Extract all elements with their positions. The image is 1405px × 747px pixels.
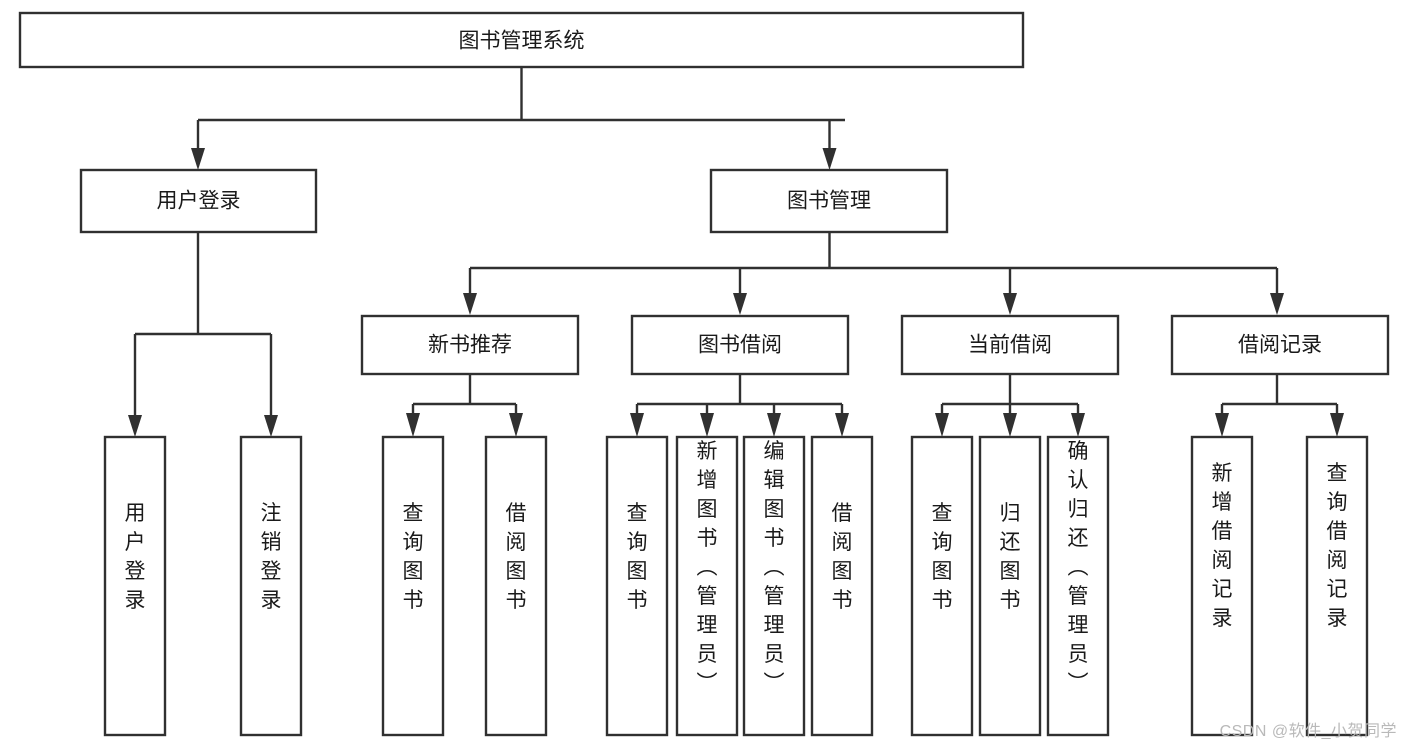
leaf-query-record-label: 查询借阅记录 (1327, 462, 1348, 630)
node-user-login-box[interactable] (79, 168, 318, 234)
node-current-borrow-label: 当前借阅 (968, 334, 1052, 357)
leaf-node-add-book[interactable]: 新增图书︵管理员︶ (675, 435, 739, 737)
arrow-user-login (191, 148, 205, 170)
leaf-borrow-book-1-label: 借阅图书 (506, 502, 527, 612)
arrow-leaf-user-login (128, 415, 142, 437)
node-new-book-recommend[interactable]: 新书推荐 (360, 314, 580, 376)
leaf-edit-book-box[interactable] (742, 435, 806, 737)
leaf-node-logout[interactable]: 注销登录 (239, 435, 303, 737)
arrow-new-book-recommend (463, 293, 477, 315)
node-book-management-label: 图书管理 (787, 190, 871, 213)
leaf-add-book-box[interactable] (675, 435, 739, 737)
leaf-query-book-3-box[interactable] (910, 435, 974, 737)
connectors-current-borrow-to-leaves (935, 374, 1085, 437)
node-borrow-record-box[interactable] (1170, 314, 1390, 376)
connectors-book-management-to-level3 (463, 232, 1284, 315)
leaf-node-query-book-1[interactable]: 查询图书 (381, 435, 445, 737)
arrow-leaf-add-record (1215, 413, 1229, 437)
leaf-add-record-label: 新增借阅记录 (1212, 462, 1233, 630)
leaf-logout-box[interactable] (239, 435, 303, 737)
connectors-user-login-to-leaves (128, 232, 278, 437)
leaf-logout-label: 注销登录 (261, 502, 282, 612)
node-new-book-recommend-box[interactable] (360, 314, 580, 376)
leaf-node-borrow-book-1[interactable]: 借阅图书 (484, 435, 548, 737)
node-root[interactable]: 图书管理系统 (18, 11, 1025, 69)
leaf-borrow-book-2-box[interactable] (810, 435, 874, 737)
leaf-return-book-label: 归还图书 (1000, 502, 1021, 612)
leaf-node-add-record[interactable]: 新增借阅记录 (1190, 435, 1254, 737)
node-book-management[interactable]: 图书管理 (709, 168, 949, 234)
arrow-leaf-query-book-3 (935, 413, 949, 437)
node-book-borrow-box[interactable] (630, 314, 850, 376)
arrow-leaf-edit-book (767, 413, 781, 437)
leaf-add-record-box[interactable] (1190, 435, 1254, 737)
arrow-leaf-add-book (700, 413, 714, 437)
leaf-node-borrow-book-2[interactable]: 借阅图书 (810, 435, 874, 737)
node-user-login-label: 用户登录 (157, 190, 241, 213)
arrow-borrow-record (1270, 293, 1284, 315)
node-borrow-record-label: 借阅记录 (1238, 334, 1322, 357)
arrow-leaf-borrow-book-1 (509, 413, 523, 437)
connectors-book-borrow-to-leaves (630, 374, 849, 437)
node-current-borrow[interactable]: 当前借阅 (900, 314, 1120, 376)
connectors-new-book-to-leaves (406, 374, 523, 437)
connectors-level1-to-level2 (191, 67, 845, 170)
arrow-leaf-query-record (1330, 413, 1344, 437)
node-root-label: 图书管理系统 (459, 30, 585, 53)
arrow-leaf-borrow-book-2 (835, 413, 849, 437)
node-user-login[interactable]: 用户登录 (79, 168, 318, 234)
leaf-confirm-return-label: 确认归还︵管理员︶ (1068, 440, 1089, 695)
csdn-watermark: CSDN @软件_小贺同学 (1219, 723, 1397, 740)
leaf-query-book-2-box[interactable] (605, 435, 669, 737)
leaf-query-book-1-label: 查询图书 (403, 502, 424, 612)
leaf-user-login-label: 用户登录 (125, 502, 146, 612)
arrow-leaf-confirm-return (1071, 413, 1085, 437)
leaf-add-book-label: 新增图书︵管理员︶ (697, 440, 718, 695)
leaf-user-login-box[interactable] (103, 435, 167, 737)
leaf-node-user-login[interactable]: 用户登录 (103, 435, 167, 737)
connectors-borrow-record-to-leaves (1215, 374, 1344, 437)
arrow-leaf-query-book-2 (630, 413, 644, 437)
node-root-box[interactable] (18, 11, 1025, 69)
leaf-query-book-1-box[interactable] (381, 435, 445, 737)
leaf-node-query-record[interactable]: 查询借阅记录 (1305, 435, 1369, 737)
arrow-leaf-logout (264, 415, 278, 437)
leaf-borrow-book-1-box[interactable] (484, 435, 548, 737)
leaf-node-query-book-3[interactable]: 查询图书 (910, 435, 974, 737)
leaf-return-book-box[interactable] (978, 435, 1042, 737)
node-book-borrow[interactable]: 图书借阅 (630, 314, 850, 376)
leaf-query-book-2-label: 查询图书 (627, 502, 648, 612)
leaf-borrow-book-2-label: 借阅图书 (832, 502, 853, 612)
arrow-leaf-return-book (1003, 413, 1017, 437)
node-new-book-recommend-label: 新书推荐 (428, 334, 512, 357)
leaf-edit-book-label: 编辑图书︵管理员︶ (764, 440, 785, 695)
arrow-book-management (822, 148, 837, 170)
node-current-borrow-box[interactable] (900, 314, 1120, 376)
leaf-query-book-3-label: 查询图书 (932, 502, 953, 612)
leaf-node-return-book[interactable]: 归还图书 (978, 435, 1042, 737)
leaf-node-query-book-2[interactable]: 查询图书 (605, 435, 669, 737)
node-borrow-record[interactable]: 借阅记录 (1170, 314, 1390, 376)
arrow-current-borrow (1003, 293, 1017, 315)
leaf-node-edit-book[interactable]: 编辑图书︵管理员︶ (742, 435, 806, 737)
node-book-borrow-label: 图书借阅 (698, 334, 782, 357)
leaf-node-confirm-return[interactable]: 确认归还︵管理员︶ (1046, 435, 1110, 737)
leaf-confirm-return-box[interactable] (1046, 435, 1110, 737)
leaf-query-record-box[interactable] (1305, 435, 1369, 737)
node-book-management-box[interactable] (709, 168, 949, 234)
arrow-book-borrow (733, 293, 747, 315)
arrow-leaf-query-book-1 (406, 413, 420, 437)
